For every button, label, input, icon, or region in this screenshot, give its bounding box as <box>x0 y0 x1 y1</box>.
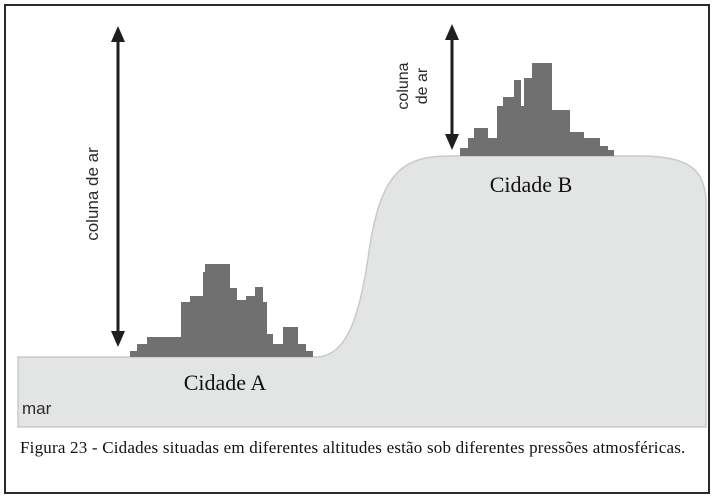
terrain <box>17 155 707 428</box>
city-b-label: Cidade B <box>490 172 573 197</box>
air-column-label-b-line1: coluna <box>395 62 412 109</box>
city-b-buildings <box>460 63 614 156</box>
air-column-label-a: coluna de ar <box>83 147 102 241</box>
air-column-label-b-line2: de ar <box>414 67 431 104</box>
air-column-arrow-a <box>111 26 125 347</box>
city-a-buildings <box>130 264 313 357</box>
sea-label: mar <box>22 399 52 418</box>
figure-caption: Figura 23 - Cidades situadas em diferent… <box>20 438 686 457</box>
air-column-arrow-b <box>445 24 459 150</box>
city-a-label: Cidade A <box>184 370 267 395</box>
